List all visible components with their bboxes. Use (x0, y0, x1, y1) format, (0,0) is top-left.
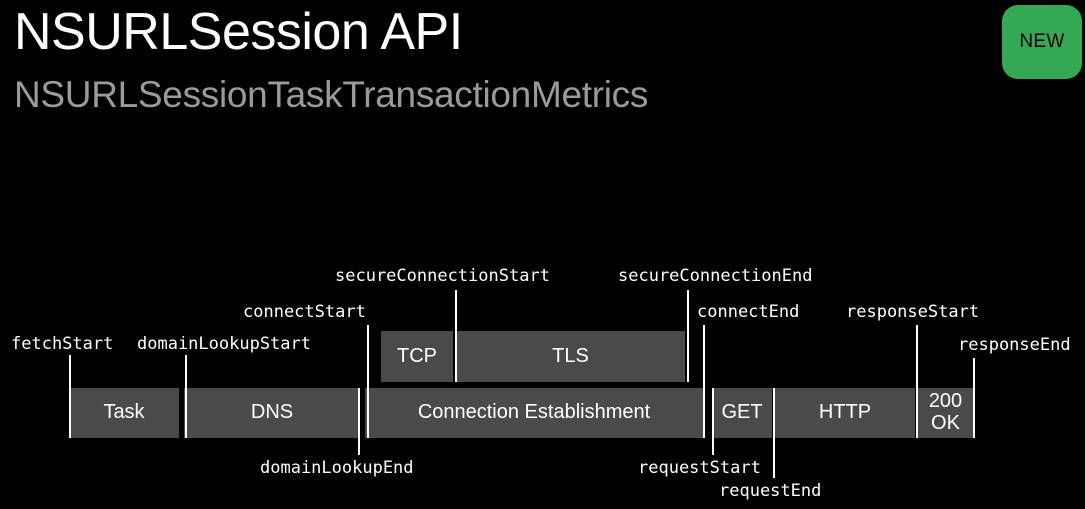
timeline-label-fetchstart: fetchStart (11, 334, 114, 354)
timeline-tick-responseend (973, 358, 975, 438)
timeline-label-domainlookupend: domainLookupEnd (260, 458, 414, 478)
timeline-segment-dns: DNS (184, 388, 360, 438)
page-title: NSURLSession API (14, 3, 463, 61)
timeline-tick-fetchstart (69, 355, 71, 438)
timeline-label-requestend: requestEnd (719, 481, 822, 501)
timeline-segment-connection-establishment: Connection Establishment (365, 388, 703, 438)
timeline-segment-task: Task (69, 388, 179, 438)
timeline-tick-responsestart (916, 325, 918, 438)
timeline-segment-get: GET (712, 388, 772, 438)
new-badge-label: NEW (1019, 31, 1065, 52)
timeline-tick-domainlookupend (358, 388, 360, 455)
timeline-label-connectend: connectEnd (697, 302, 800, 322)
timeline-label-secureconnectionstart: secureConnectionStart (335, 266, 550, 286)
timeline-tick-secureconnectionstart (455, 290, 457, 382)
timeline-segment-tcp: TCP (381, 331, 453, 382)
timeline-tick-connectstart (367, 325, 369, 438)
page-subtitle: NSURLSessionTaskTransactionMetrics (14, 74, 649, 115)
timeline-tick-secureconnectionend (687, 290, 689, 382)
timeline-label-requeststart: requestStart (638, 458, 761, 478)
timeline-segment-tls: TLS (456, 331, 685, 382)
timeline-label-domainlookupstart: domainLookupStart (137, 334, 311, 354)
timeline-tick-domainlookupstart (185, 355, 187, 438)
timeline-tick-requeststart (712, 388, 714, 455)
timeline-tick-connectend (703, 325, 705, 438)
timeline-label-connectstart: connectStart (243, 302, 366, 322)
new-badge: NEW (1002, 5, 1082, 79)
timeline-segment-http: HTTP (775, 388, 915, 438)
timeline-tick-requestend (773, 388, 775, 478)
timeline-label-responseend: responseEnd (958, 335, 1071, 355)
timeline-label-responsestart: responseStart (846, 302, 980, 322)
timeline-segment-200-ok: 200 OK (918, 388, 973, 438)
timeline-label-secureconnectionend: secureConnectionEnd (618, 266, 813, 286)
